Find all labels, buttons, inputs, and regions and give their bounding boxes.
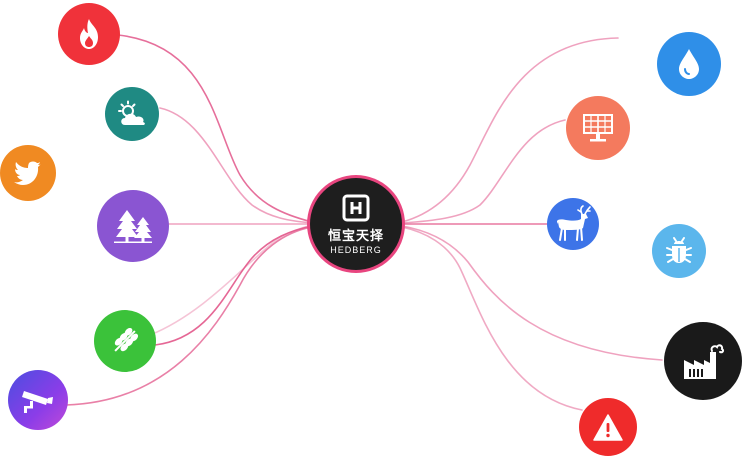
line-agriculture [154,225,313,346]
solar-node[interactable] [566,96,630,160]
line-factory [401,225,663,361]
warning-icon [593,413,623,441]
line-camera-2 [149,224,313,336]
camera-node[interactable] [8,370,68,430]
solar-panel-icon [583,114,613,142]
line-camera [65,226,313,406]
fire-icon [80,19,98,49]
water-node[interactable] [657,32,721,96]
hedberg-logo-icon [342,194,370,222]
deer-icon [557,205,591,241]
hub-logo-circle: 恒宝天择 HEDBERG [310,178,402,270]
warning-node[interactable] [579,398,637,456]
line-water [401,37,619,223]
line-solar [401,119,566,224]
line-weather [159,107,313,224]
factory-node[interactable] [664,322,742,400]
brand-name-en: HEDBERG [330,245,382,255]
water-drop-icon [679,49,699,79]
line-fire [117,34,313,223]
factory-icon [684,344,725,379]
weather-node[interactable] [105,87,159,141]
camera-icon [22,391,53,413]
fire-node[interactable] [58,3,120,65]
sun-cloud-icon [118,100,145,125]
wildlife-node[interactable] [547,198,599,250]
bug-icon [666,237,692,263]
forest-node[interactable] [97,190,169,262]
agriculture-node[interactable] [94,310,156,372]
trees-icon [114,210,152,243]
bird-icon [14,161,41,185]
twitter-node[interactable] [0,145,56,201]
brand-name-cn: 恒宝天择 [327,229,384,244]
wheat-icon [114,327,139,352]
line-warning [401,226,583,411]
insect-node[interactable] [652,224,706,278]
